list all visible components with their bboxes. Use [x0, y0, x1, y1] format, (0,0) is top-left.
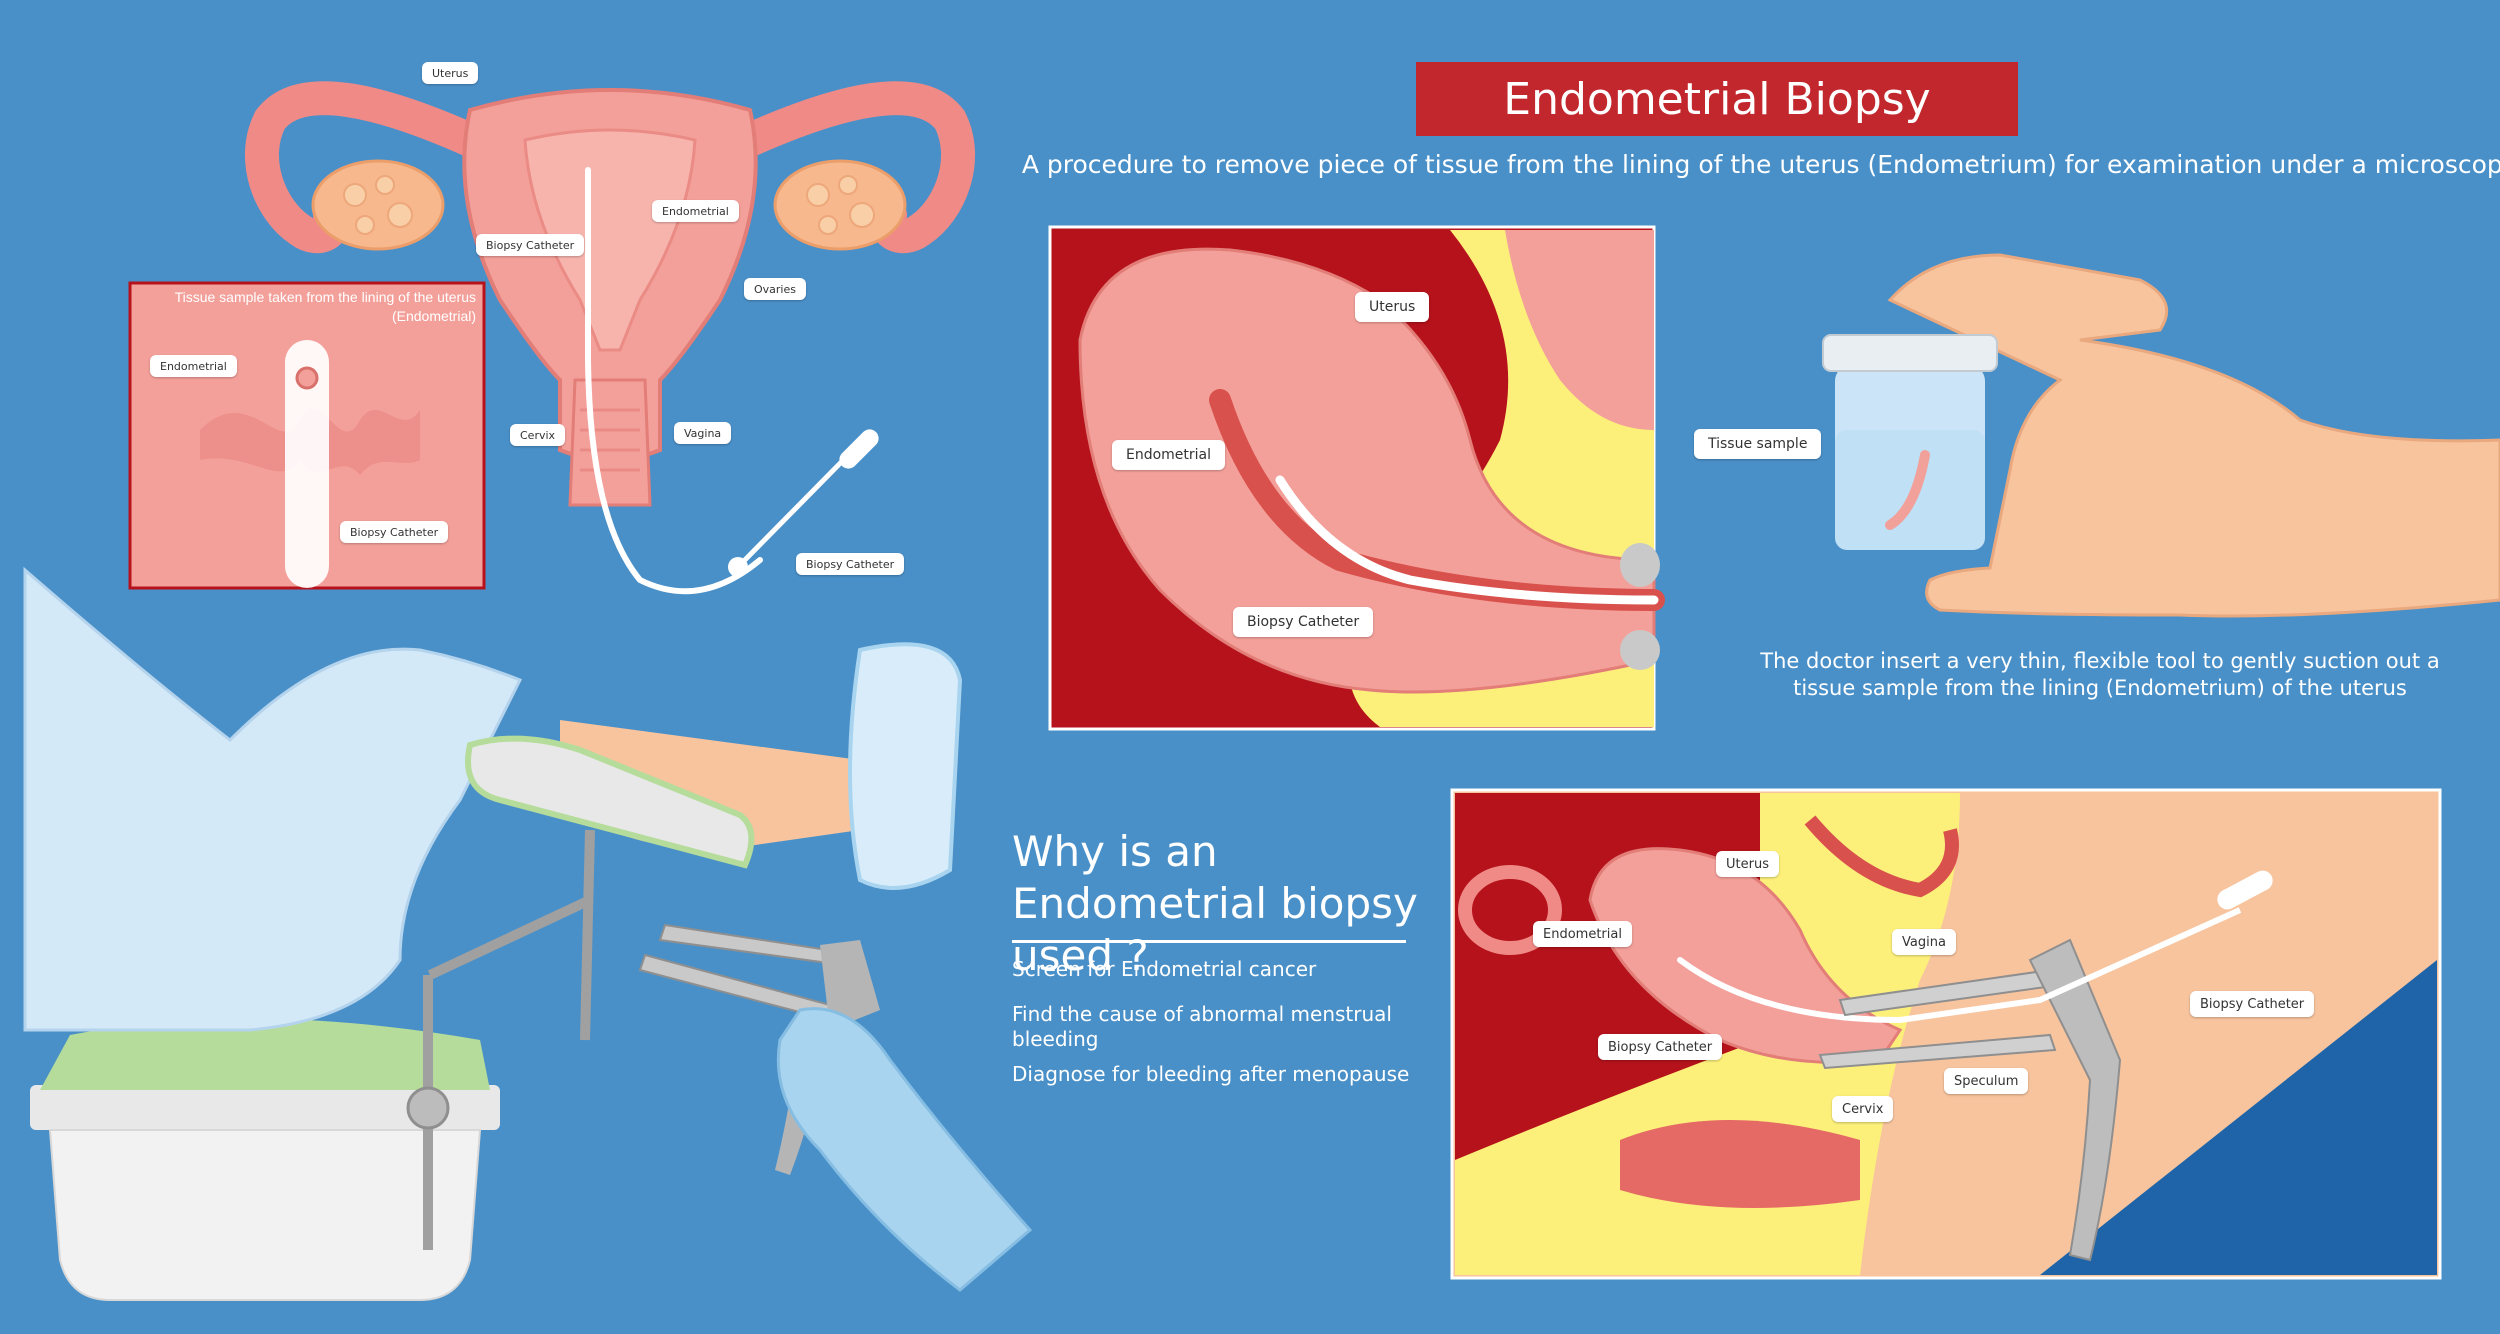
xs-label-speculum: Speculum: [1944, 1068, 2029, 1094]
left-fallopian-tube: [245, 81, 487, 254]
tissue-inset: [128, 281, 486, 590]
gloved-hand: [776, 1007, 1033, 1292]
closeup-speculum-tip-top: [1620, 543, 1660, 587]
sample-description: The doctor insert a very thin, flexible …: [1760, 649, 2440, 700]
specimen-scene: [1822, 253, 2500, 618]
hand: [1887, 253, 2500, 618]
cross-section-catheter-rod: [2038, 907, 2242, 1003]
patient-gown: [23, 566, 523, 1032]
cup-lid: [1822, 334, 1998, 372]
vagina-canal: [568, 378, 652, 507]
xs-label-cervix: Cervix: [1832, 1096, 1894, 1122]
xs-label-uterus: Uterus: [1716, 851, 1779, 877]
closeup-label-endometrial: Endometrial: [1112, 440, 1226, 470]
leg-rest: [465, 735, 755, 869]
catheter-opening: [295, 366, 319, 390]
xs-label-endometrial: Endometrial: [1533, 921, 1632, 947]
closeup-label-biopsy-catheter: Biopsy Catheter: [1233, 607, 1374, 637]
closeup-label-uterus: Uterus: [1355, 292, 1430, 322]
cross-section-catheter: [1677, 957, 2043, 1024]
bladder: [1804, 815, 1959, 898]
catheter-stopper: [728, 557, 748, 577]
leg-rest-post: [580, 829, 595, 1041]
why-item-1: Screen for Endometrial cancer: [1012, 957, 1317, 981]
patient-exam-scene: [23, 566, 1033, 1301]
catheter-handle: [839, 429, 879, 469]
closeup-speculum-tip-bottom: [1620, 630, 1660, 670]
chair-cushion: [40, 1018, 490, 1090]
page-title: Endometrial Biopsy: [1416, 62, 2018, 136]
right-ovary: [773, 159, 907, 251]
inset-label-endometrial: Endometrial: [150, 355, 237, 377]
xs-label-vagina: Vagina: [1892, 929, 1956, 955]
xs-label-biopsy-catheter-right: Biopsy Catheter: [2190, 991, 2315, 1017]
label-biopsy-catheter: Biopsy Catheter: [476, 234, 585, 256]
cross-section-catheter-handle: [2217, 870, 2273, 910]
speculum-hinge: [820, 940, 880, 1030]
inset-caption: Tissue sample taken from the lining of t…: [174, 289, 476, 324]
inset-label-biopsy-catheter: Biopsy Catheter: [340, 521, 449, 543]
uterus-anatomy-diagram: [245, 81, 975, 595]
cross-section-speculum-bottom: [1818, 1033, 2057, 1070]
specimen-liquid: [1835, 430, 1985, 550]
label-cervix: Cervix: [510, 424, 566, 446]
catheter-closeup: [1048, 225, 1665, 731]
why-divider: [1012, 940, 1406, 943]
cross-section-speculum-handle: [2028, 938, 2122, 1262]
label-uterus: Uterus: [422, 62, 479, 84]
table-surface: [2040, 960, 2437, 1275]
xs-label-biopsy-catheter-left: Biopsy Catheter: [1598, 1034, 1723, 1060]
rectum: [1620, 1120, 1860, 1208]
why-title: Why is an Endometrial biopsy used ?: [1012, 827, 1418, 980]
chair-base: [48, 1129, 482, 1301]
label-endometrial: Endometrial: [652, 200, 739, 222]
closeup-catheter: [1275, 475, 1659, 605]
page-subtitle: A procedure to remove piece of tissue fr…: [1021, 150, 2500, 179]
cross-section-ovary-tube: [1458, 865, 1562, 955]
chair-top: [30, 1085, 500, 1130]
stirrup-arm: [427, 895, 593, 980]
stirrup-knob: [406, 1086, 450, 1130]
label-vagina: Vagina: [674, 422, 732, 444]
tissue-sample-piece: [1885, 450, 1930, 530]
cross-section-panel: [1450, 788, 2442, 1280]
left-ovary: [311, 159, 445, 251]
catheter-tube: [585, 167, 763, 595]
why-item-2: Find the cause of abnormal menstrual ble…: [1012, 1002, 1392, 1051]
closeup-upper-tissue: [1505, 230, 1654, 430]
closeup-uterus: [1078, 247, 1656, 694]
inset-catheter: [285, 340, 329, 588]
uterine-cavity: [523, 128, 697, 352]
label-biopsy-catheter-tool: Biopsy Catheter: [796, 553, 905, 575]
patient-foot-sock: [848, 642, 963, 890]
label-ovaries: Ovaries: [744, 278, 806, 300]
right-fallopian-tube: [733, 81, 975, 254]
label-tissue-sample: Tissue sample: [1694, 429, 1822, 459]
why-item-3: Diagnose for bleeding after menopause: [1012, 1062, 1410, 1086]
